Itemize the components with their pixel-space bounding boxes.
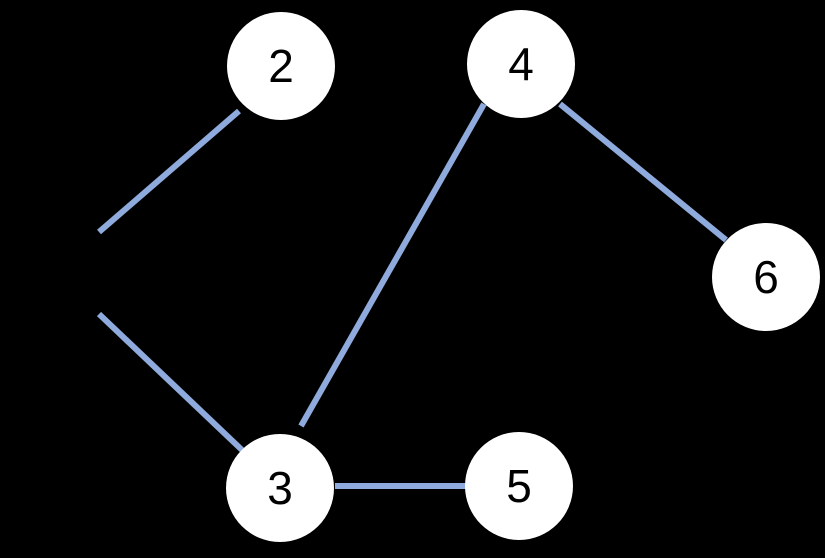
graph-node-label-6: 6 [753,251,779,303]
graph-edge-4-6 [558,101,728,243]
graph-node-5[interactable]: 5 [465,432,573,540]
graph-node-1[interactable] [0,219,104,327]
graph-node-4[interactable]: 4 [467,10,575,118]
graph-edge-1-3 [96,311,245,453]
graph-node-3[interactable]: 3 [226,434,334,542]
graph-node-6[interactable]: 6 [712,223,820,331]
graph-node-label-5: 5 [506,460,532,512]
graph-edge-1-2 [97,108,241,235]
graph-node-label-3: 3 [267,462,293,514]
graph-node-2[interactable]: 2 [227,12,335,120]
graph-node-label-2: 2 [268,40,294,92]
graph-node-label-4: 4 [508,38,534,90]
graph-edge-3-4 [298,102,487,428]
